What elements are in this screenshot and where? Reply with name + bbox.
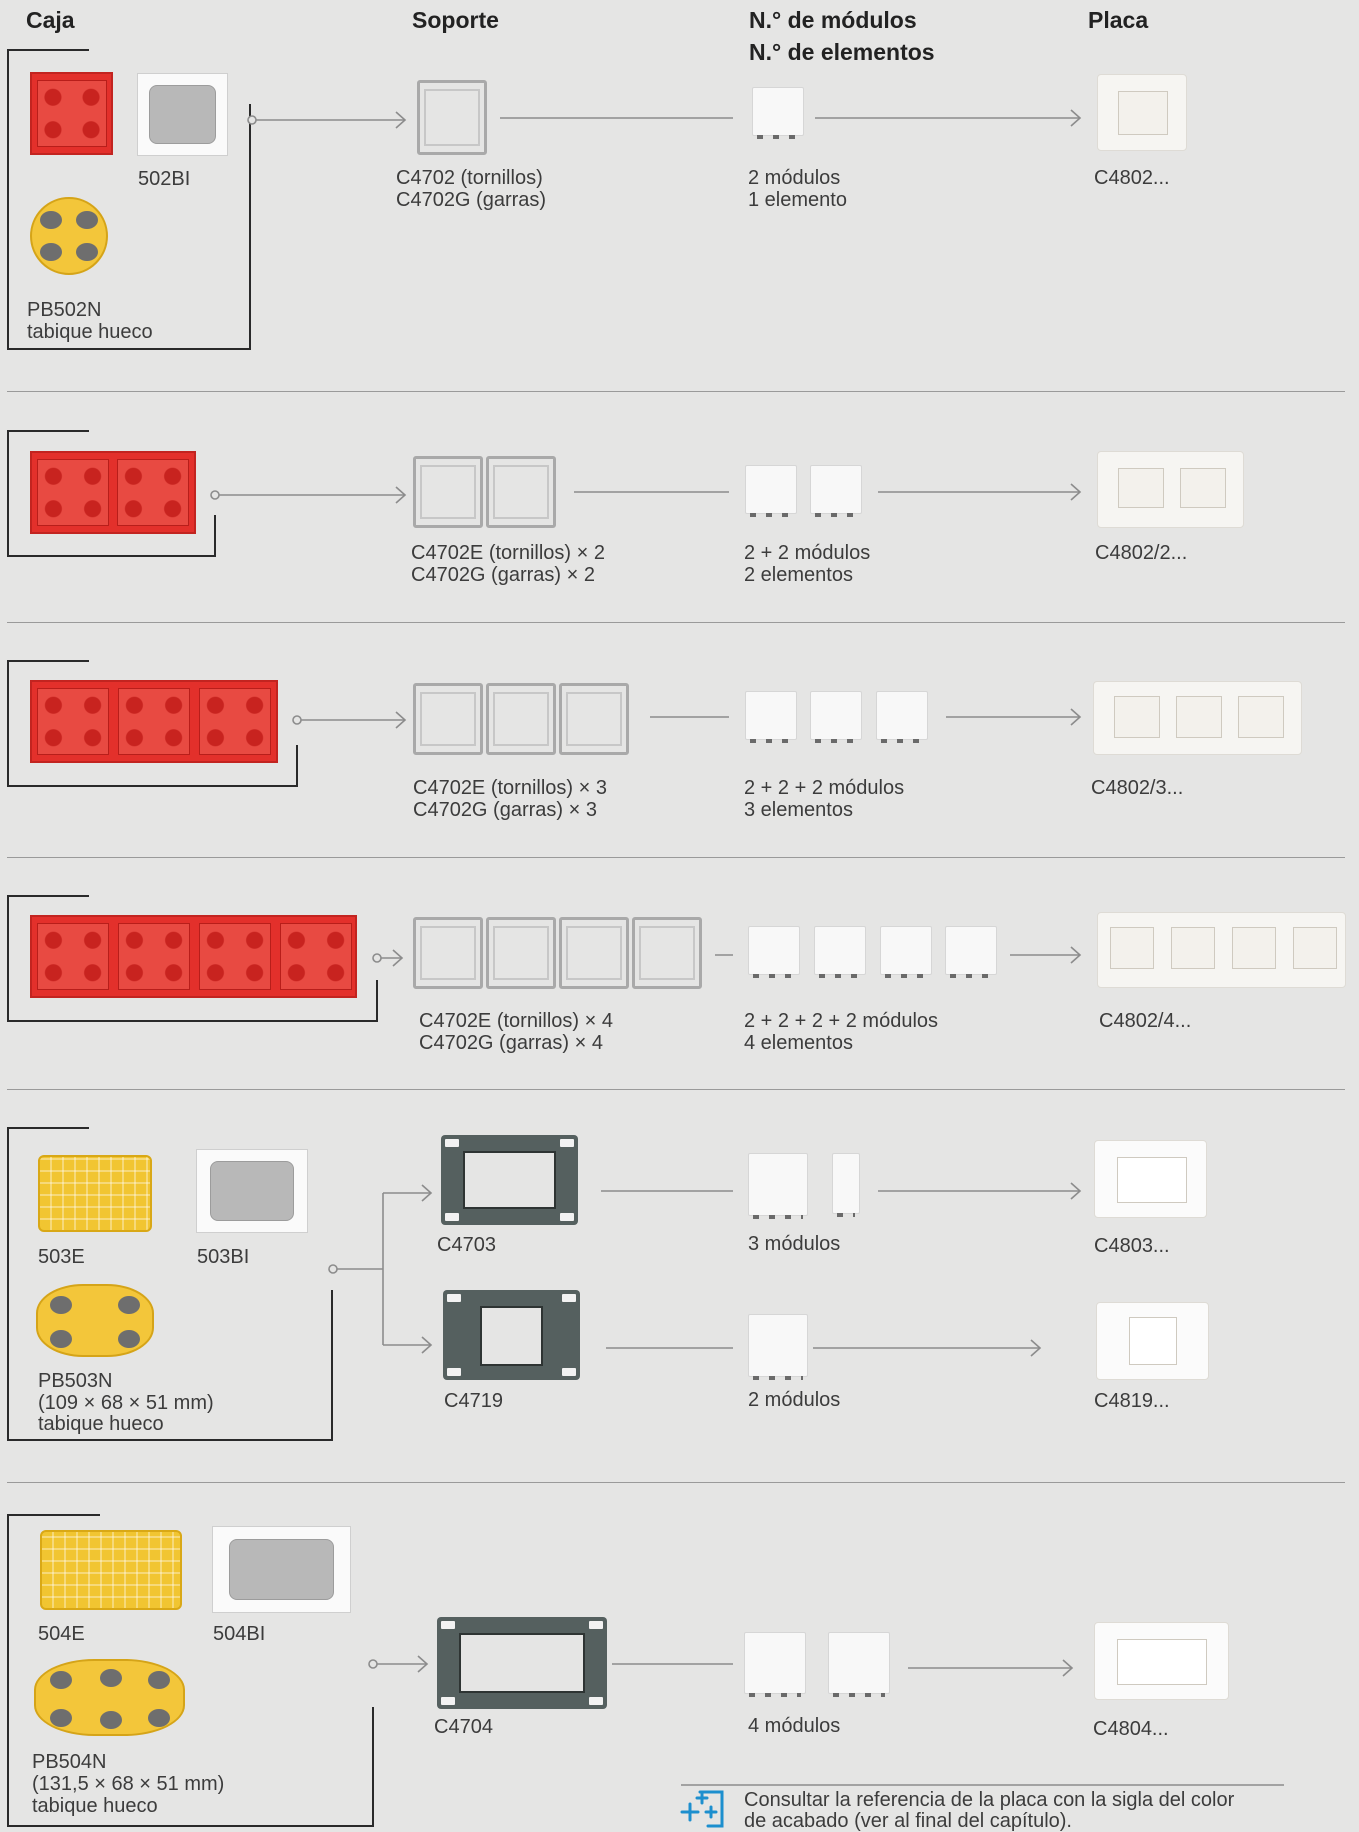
support-code: C4702 (tornillos) (396, 168, 543, 189)
support-code-c4704: C4704 (434, 1717, 493, 1738)
module-image (744, 1632, 806, 1694)
module-image (880, 926, 932, 975)
box-code-pb503n: PB503N (38, 1371, 113, 1392)
elements-count: 3 elementos (744, 800, 853, 821)
module-image (745, 465, 797, 514)
red-box-single-image (30, 72, 113, 155)
module-image (748, 1153, 808, 1216)
support-code: C4702E (tornillos) × 4 (419, 1011, 613, 1032)
support-code: C4702G (garras) × 4 (419, 1033, 603, 1054)
support-code: C4702G (garras) × 3 (413, 800, 597, 821)
support-c4703-image (441, 1135, 578, 1225)
module-image (945, 926, 997, 975)
red-box-triple-image (30, 680, 278, 763)
plate-code-c4803: C4803... (1094, 1236, 1170, 1257)
box-code-503e: 503E (38, 1247, 85, 1268)
support-frame-image (413, 917, 483, 989)
plate-image (1097, 451, 1244, 528)
support-frame-image (486, 917, 556, 989)
plate-code: C4802... (1094, 168, 1170, 189)
module-image (748, 1314, 808, 1377)
plate-c4804-image (1094, 1622, 1229, 1700)
plus-reference-icon (678, 1788, 728, 1830)
support-frame-image (559, 683, 629, 755)
module-image (748, 926, 800, 975)
plate-c4803-image (1094, 1140, 1207, 1218)
box-code-504e: 504E (38, 1624, 85, 1645)
modules-count: 2 módulos (748, 168, 840, 189)
support-code-c4703: C4703 (437, 1235, 496, 1256)
box-code-pb502n: PB502N (27, 300, 102, 321)
module-image (810, 465, 862, 514)
support-frame-image (559, 917, 629, 989)
elements-count: 4 elementos (744, 1033, 853, 1054)
plate-code: C4802/2... (1095, 543, 1187, 564)
support-code-c4719: C4719 (444, 1391, 503, 1412)
module-image (752, 87, 804, 136)
box-note-pb502n: tabique hueco (27, 322, 153, 343)
red-box-quad-image (30, 915, 357, 998)
support-frame-image (486, 683, 556, 755)
module-single-image (832, 1153, 860, 1214)
plate-image (1093, 681, 1302, 755)
support-c4704-image (437, 1617, 607, 1709)
support-frame-image (413, 456, 483, 528)
plate-c4819-image (1096, 1302, 1209, 1380)
white-box-504bi-image (212, 1526, 351, 1613)
yellow-box-503e-image (38, 1155, 152, 1232)
support-c4719-image (443, 1290, 580, 1380)
support-frame-image (417, 80, 487, 155)
white-box-502bi-image (137, 73, 228, 156)
plate-image (1097, 74, 1187, 151)
modules-count: 2 + 2 + 2 + 2 módulos (744, 1011, 938, 1032)
yellow-box-pb502n-image (30, 197, 108, 275)
box-note-pb504n: tabique hueco (32, 1796, 158, 1817)
plate-code-c4804: C4804... (1093, 1719, 1169, 1740)
modules-count: 2 + 2 + 2 módulos (744, 778, 904, 799)
box-code-502bi: 502BI (138, 169, 190, 190)
support-frame-image (486, 456, 556, 528)
support-frame-image (413, 683, 483, 755)
box-code-503bi: 503BI (197, 1247, 249, 1268)
module-image (810, 691, 862, 740)
note-line2: de acabado (ver al final del capítulo). (744, 1811, 1072, 1832)
module-image (814, 926, 866, 975)
elements-count: 2 elementos (744, 565, 853, 586)
support-code: C4702G (garras) (396, 190, 546, 211)
modules-count-c4703: 3 módulos (748, 1234, 840, 1255)
modules-count: 2 + 2 módulos (744, 543, 870, 564)
box-code-504bi: 504BI (213, 1624, 265, 1645)
module-image (876, 691, 928, 740)
modules-count-c4719: 2 módulos (748, 1390, 840, 1411)
support-code: C4702E (tornillos) × 2 (411, 543, 605, 564)
red-box-double-image (30, 451, 196, 534)
note-line1: Consultar la referencia de la placa con … (744, 1790, 1234, 1811)
box-note-pb503n: tabique hueco (38, 1414, 164, 1435)
box-dims-pb504n: (131,5 × 68 × 51 mm) (32, 1774, 224, 1795)
support-code: C4702G (garras) × 2 (411, 565, 595, 586)
elements-count: 1 elemento (748, 190, 847, 211)
box-code-pb504n: PB504N (32, 1752, 107, 1773)
box-dims-pb503n: (109 × 68 × 51 mm) (38, 1393, 214, 1414)
plate-code-c4819: C4819... (1094, 1391, 1170, 1412)
white-box-503bi-image (196, 1149, 308, 1233)
support-frame-image (632, 917, 702, 989)
module-image (745, 691, 797, 740)
module-image (828, 1632, 890, 1694)
yellow-box-504e-image (40, 1530, 182, 1610)
plate-code: C4802/4... (1099, 1011, 1191, 1032)
plate-image (1097, 912, 1346, 988)
modules-count-c4704: 4 módulos (748, 1716, 840, 1737)
yellow-box-pb504n-image (34, 1659, 185, 1736)
plate-code: C4802/3... (1091, 778, 1183, 799)
yellow-box-pb503n-image (36, 1284, 154, 1357)
support-code: C4702E (tornillos) × 3 (413, 778, 607, 799)
